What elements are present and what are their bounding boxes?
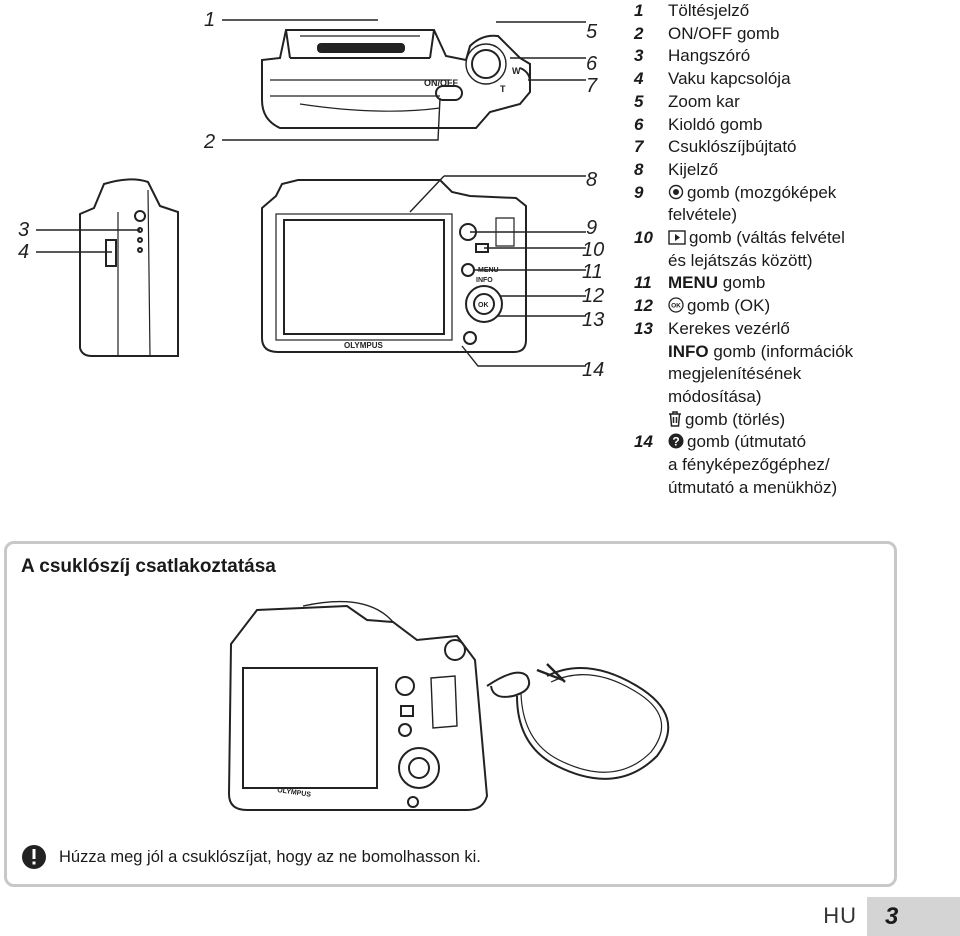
movie-record-icon — [668, 184, 684, 199]
on-off-label: ON/OFF — [424, 78, 458, 88]
callout-12: 12 — [582, 285, 604, 307]
language-code: HU — [823, 903, 857, 928]
svg-text:OLYMPUS: OLYMPUS — [277, 787, 312, 799]
zoom-w-label: W — [512, 66, 521, 76]
svg-text:OK: OK — [671, 303, 681, 310]
info-label: INFO — [476, 277, 493, 284]
list-item: 10 gomb (váltás felvétel és lejátszás kö… — [634, 228, 845, 270]
callout-11: 11 — [582, 261, 603, 283]
warning-text: Húzza meg jól a csuklószíjat, hogy az ne… — [59, 847, 481, 866]
callout-7: 7 — [586, 75, 598, 97]
svg-text:?: ? — [672, 435, 679, 449]
strap-attach-illustration: OLYMPUS — [227, 600, 670, 811]
page-footer: HU 3 — [823, 897, 960, 936]
list-item: 14 ?gomb (útmutató a fényképezőgéphez/ ú… — [634, 432, 838, 497]
strap-section: A csuklószíj csatlakoztatása OLYMPUS Húz… — [4, 541, 897, 887]
callout-14: 14 — [582, 359, 604, 381]
warning-icon — [22, 845, 46, 869]
zoom-t-label: T — [500, 84, 506, 94]
camera-back-view — [261, 179, 527, 353]
callout-2: 2 — [203, 131, 215, 153]
callout-8: 8 — [586, 169, 597, 191]
camera-side-view — [79, 178, 179, 357]
ok-label: OK — [478, 302, 489, 309]
callout-6: 6 — [586, 53, 598, 75]
callout-13: 13 — [582, 309, 604, 331]
camera-top-view — [261, 29, 531, 129]
playback-icon — [668, 230, 686, 245]
trash-icon — [669, 410, 681, 427]
menu-label: MENU — [478, 267, 499, 274]
list-item: 9 gomb (mozgóképek felvétele) — [634, 182, 837, 225]
ok-icon: OK — [668, 297, 684, 313]
camera-diagram: ON/OFF W T MENU INFO OK OLYMPUS 1 2 3 4 … — [18, 9, 604, 381]
callout-4: 4 — [18, 241, 29, 263]
callout-10: 10 — [582, 239, 604, 261]
section-title: A csuklószíj csatlakoztatása — [21, 556, 276, 577]
callout-9: 9 — [586, 217, 597, 239]
brand-label: OLYMPUS — [344, 341, 383, 350]
callout-1: 1 — [204, 9, 215, 31]
callout-5: 5 — [586, 21, 598, 43]
page-number: 3 — [867, 897, 960, 936]
callout-3: 3 — [18, 219, 29, 241]
warning-note: Húzza meg jól a csuklószíjat, hogy az ne… — [21, 844, 481, 870]
help-icon: ? — [668, 433, 684, 449]
